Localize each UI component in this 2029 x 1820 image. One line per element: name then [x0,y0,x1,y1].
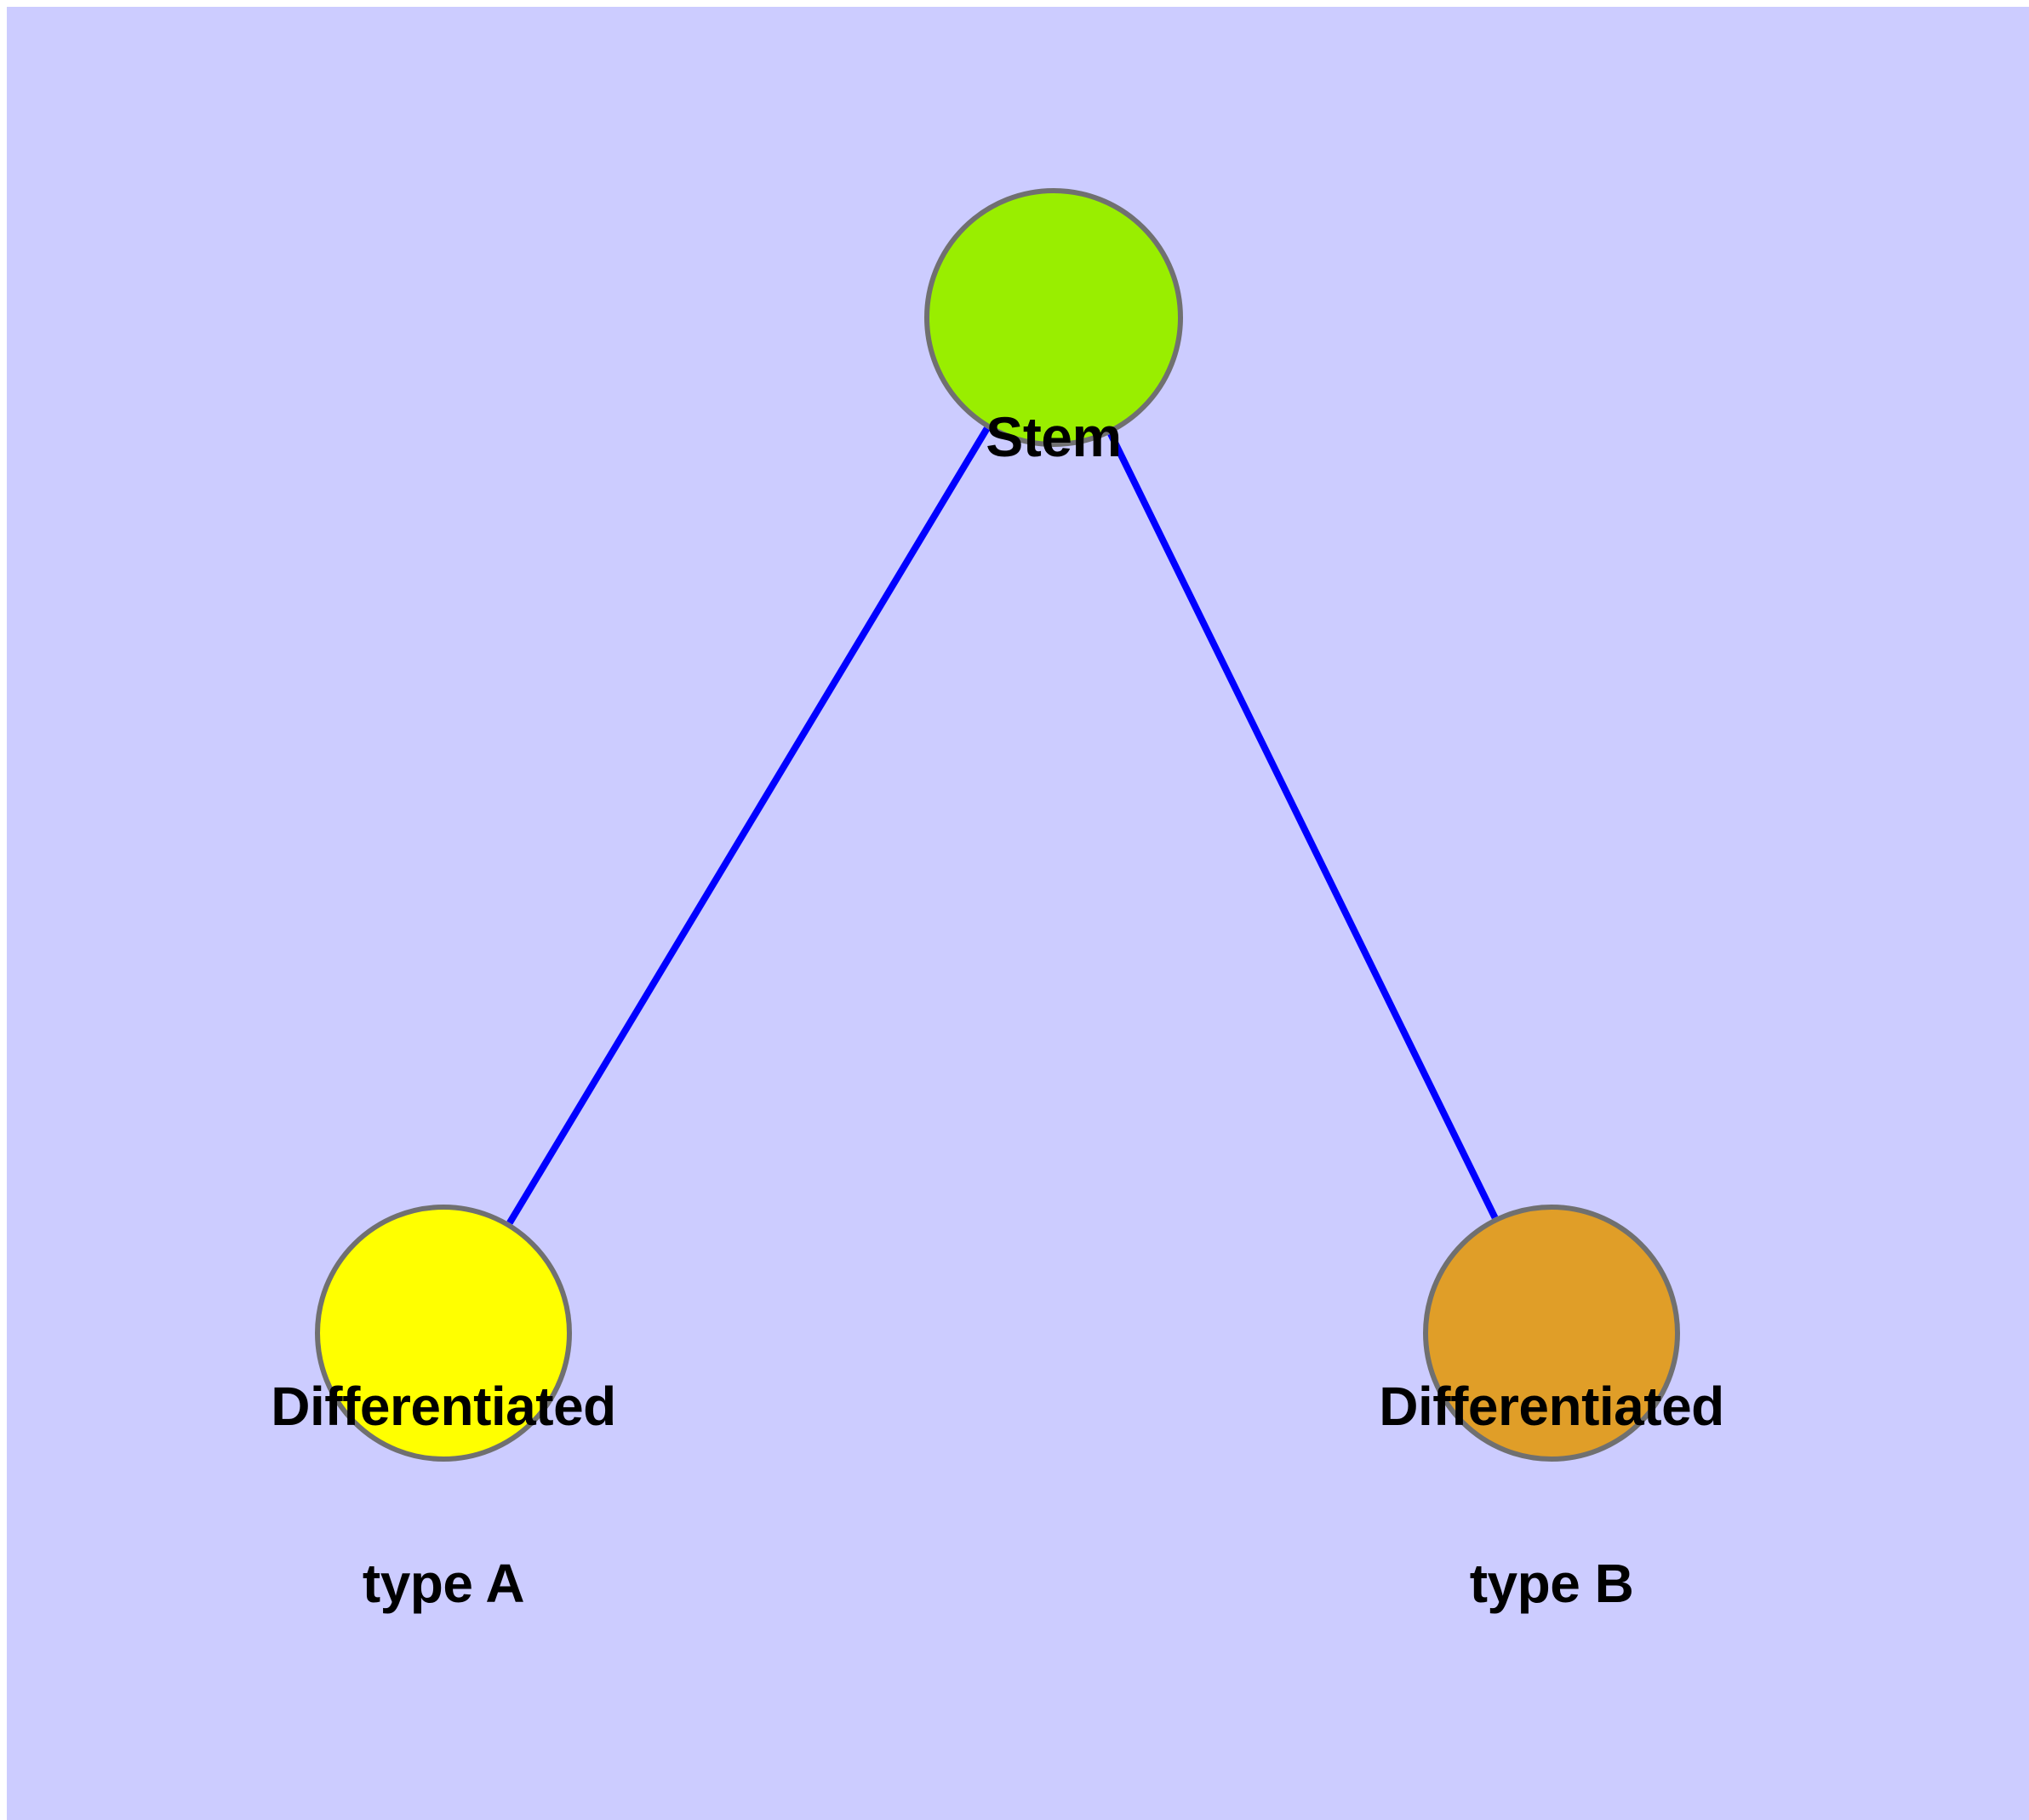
edge-layer [506,426,1499,1225]
edge-stem-to-type-a [506,426,991,1225]
edge-stem-to-type-b [1107,432,1499,1220]
node-differentiated-type-a[interactable] [315,1205,572,1462]
node-layer [315,188,1680,1462]
node-differentiated-type-b[interactable] [1423,1205,1680,1462]
node-stem[interactable] [924,188,1183,447]
